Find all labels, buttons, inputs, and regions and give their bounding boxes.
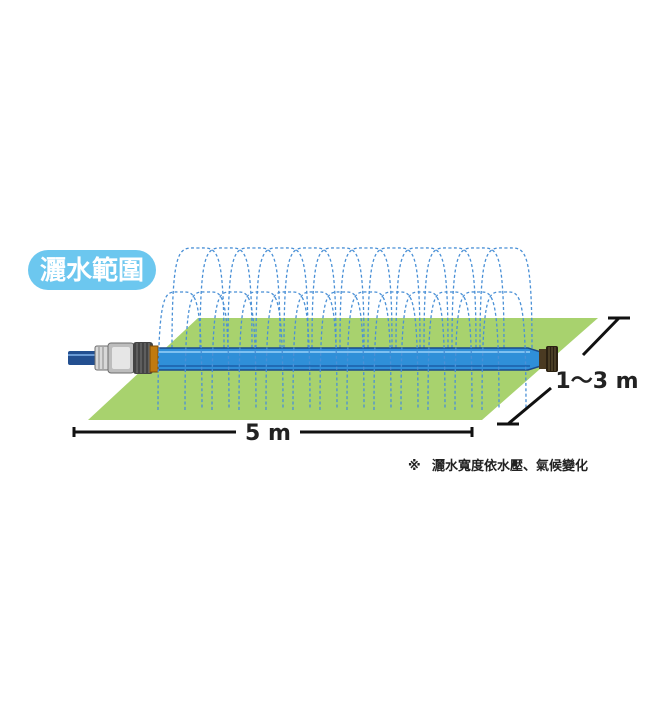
spray-arc-front [346, 291, 392, 411]
spray-arc-front [184, 291, 230, 411]
end-cap-icon [539, 346, 558, 372]
spray-arc-front [400, 291, 446, 411]
spray-arc-front [481, 291, 527, 411]
spray-arc-back [171, 247, 225, 349]
note-text: 灑水寬度依水壓、氣候變化 [432, 458, 588, 474]
spray-arc-back [255, 247, 309, 349]
spray-arc-front [211, 291, 257, 411]
spray-arc-back [395, 247, 449, 349]
spray-arc-back [311, 247, 365, 349]
spray-arc-front [238, 291, 284, 411]
width-dimension: 1～3 m [497, 316, 639, 426]
spray-note: ※ 灑水寬度依水壓、氣候變化 [408, 458, 588, 474]
spray-arcs-front [157, 291, 527, 411]
length-label: 5 m [245, 421, 291, 446]
spray-arc-back [227, 247, 281, 349]
width-label: 1～3 m [555, 369, 638, 394]
spray-arc-front [319, 291, 365, 411]
feed-hose [68, 351, 98, 365]
spray-arc-back [367, 247, 421, 349]
spray-arc-back [423, 247, 477, 349]
quick-connector-icon [94, 342, 153, 374]
spray-range-badge: 灑水範圍 [28, 250, 156, 290]
spray-arc-front [292, 291, 338, 411]
spray-arc-front [157, 291, 203, 411]
badge-label: 灑水範圍 [40, 255, 144, 286]
note-mark: ※ [408, 459, 421, 474]
spray-arc-back [451, 247, 505, 349]
spray-arcs-back [171, 247, 533, 349]
spray-arc-back [199, 247, 253, 349]
spray-arc-back [283, 247, 337, 349]
spray-arc-front [454, 291, 500, 411]
spray-arc-front [373, 291, 419, 411]
spray-arc-front [265, 291, 311, 411]
spray-arc-back [479, 247, 533, 349]
length-dimension: 5 m [72, 421, 474, 446]
spray-arc-front [427, 291, 473, 411]
spray-arc-back [339, 247, 393, 349]
